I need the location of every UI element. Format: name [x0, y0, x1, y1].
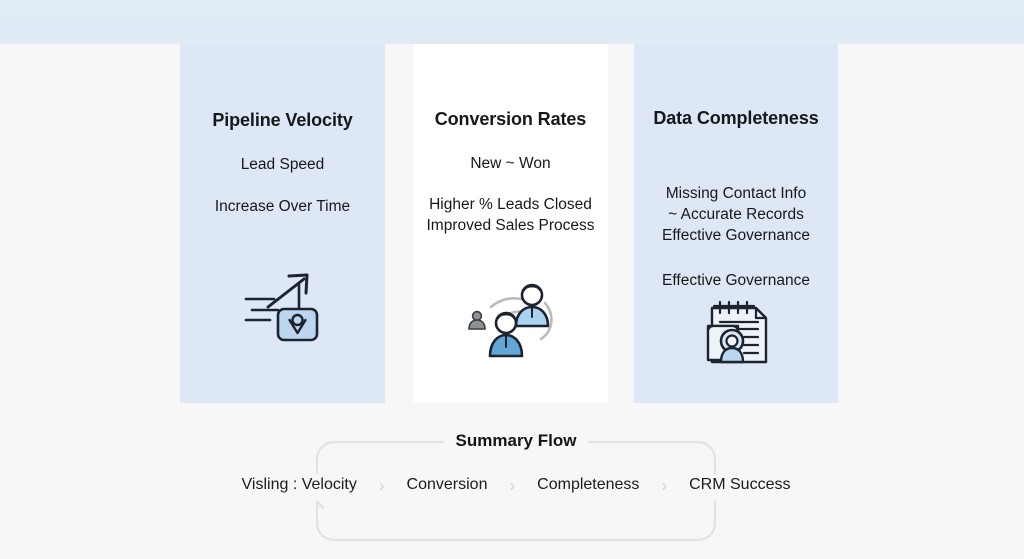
- panel-title-pipeline-velocity: Pipeline Velocity: [212, 110, 353, 130]
- panel-data-completeness[interactable]: Data Completeness Missing Contact Info ~…: [634, 44, 838, 403]
- summary-flow-steps: Visling : Velocity › Conversion › Comple…: [235, 474, 797, 496]
- flow-step-crm-success[interactable]: CRM Success: [683, 474, 797, 496]
- panel-body-pipeline-velocity: Increase Over Time: [214, 198, 351, 215]
- people-network-icon: [461, 277, 561, 364]
- chevron-right-icon-2: ›: [493, 476, 532, 494]
- panel-conversion-rates[interactable]: Conversion Rates New ~ Won Higher % Lead…: [413, 44, 608, 403]
- chevron-right-icon-1: ›: [362, 476, 401, 494]
- summary-flow-frame: [316, 441, 716, 541]
- notepad-contact-icon: [698, 296, 774, 373]
- chevron-right-icon-3: ›: [645, 476, 684, 494]
- speed-arrow-icon: [244, 271, 322, 348]
- panels-row: Pipeline Velocity Lead Speed Increase Ov…: [180, 44, 838, 403]
- summary-flow-title: Summary Flow: [316, 431, 716, 451]
- panel-body-data-completeness: Missing Contact Info ~ Accurate Records …: [662, 185, 810, 244]
- panel-title-data-completeness: Data Completeness: [653, 108, 819, 128]
- panel-pipeline-velocity[interactable]: Pipeline Velocity Lead Speed Increase Ov…: [180, 44, 385, 403]
- panel-subtitle-conversion-rates: New ~ Won: [470, 155, 551, 172]
- top-banner: [0, 0, 1024, 44]
- flow-step-conversion[interactable]: Conversion: [400, 474, 494, 496]
- flow-step-velocity[interactable]: Visling : Velocity: [235, 474, 363, 496]
- flow-step-completeness[interactable]: Completeness: [531, 474, 646, 496]
- panel-subtitle-pipeline-velocity: Lead Speed: [240, 156, 325, 173]
- panel-body-conversion-rates: Higher % Leads Closed Improved Sales Pro…: [426, 196, 595, 234]
- panel-title-conversion-rates: Conversion Rates: [434, 109, 587, 129]
- panel-extra-data-completeness: Effective Governance: [662, 272, 810, 289]
- summary-flow-section: Summary Flow Visling : Velocity › Conver…: [235, 431, 797, 541]
- summary-flow-title-text: Summary Flow: [443, 431, 589, 450]
